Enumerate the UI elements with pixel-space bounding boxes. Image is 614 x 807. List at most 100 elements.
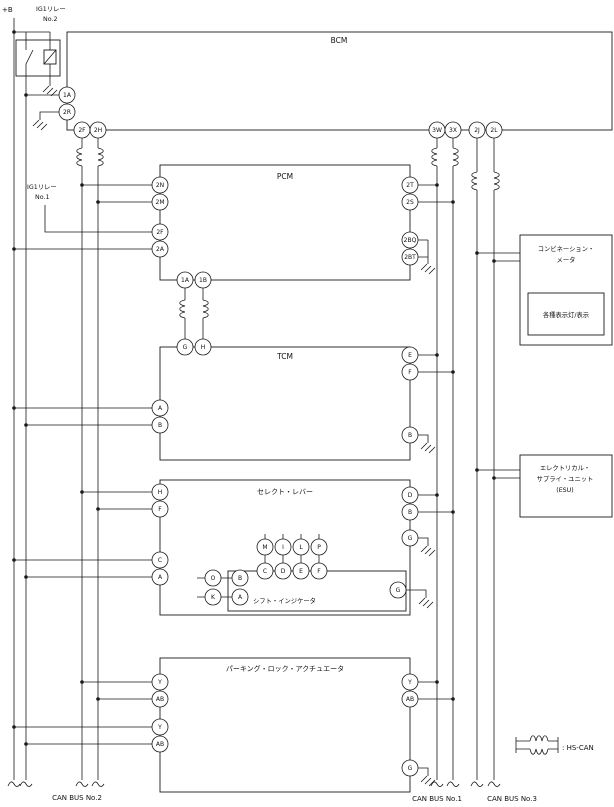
combination-meter-title-2: メータ xyxy=(557,255,576,264)
pin-park-y1 xyxy=(151,673,169,691)
pin-label-bcm-3x: 3X xyxy=(449,127,457,134)
parking-actuator-title: パーキング・ロック・アクチュエータ xyxy=(226,664,344,673)
pin-bcm-1a xyxy=(58,86,76,104)
pin-label-park-y1: Y xyxy=(157,679,162,686)
pin-tcm-f xyxy=(401,363,419,381)
meter-display-label: 各種表示灯/表示 xyxy=(543,310,589,319)
pin-tcm-a xyxy=(151,399,169,417)
pin-label-sel-m: M xyxy=(262,544,267,551)
pin-label-sel-l: L xyxy=(299,544,303,551)
pin-label-tcm-g: G xyxy=(183,344,188,351)
pin-label-bcm-2l: 2L xyxy=(490,127,498,134)
ground-symbols xyxy=(32,85,436,787)
connection-wires xyxy=(14,94,520,776)
pin-bcm-2r xyxy=(58,103,76,121)
pin-label-park-y-r: Y xyxy=(407,679,412,686)
esu-title-2: サプライ・ユニット xyxy=(537,475,594,483)
ig1-relay2-label-1: IG1リレー xyxy=(36,6,66,13)
pin-label-pcm-1a: 1A xyxy=(181,277,190,284)
can-bus-1-label: CAN BUS No.1 xyxy=(412,795,462,803)
tcm-title: TCM xyxy=(276,352,293,361)
pin-label-tcm-b-right: B xyxy=(408,432,412,439)
twisted-pair-symbols xyxy=(76,147,549,755)
pin-sel-k xyxy=(204,588,222,606)
pin-pcm-2a xyxy=(151,240,169,258)
pin-label-ind-d: D xyxy=(281,568,286,575)
pin-label-ind-b: B xyxy=(238,575,242,582)
pin-label-ind-c: C xyxy=(263,568,267,575)
esu-box xyxy=(519,454,613,518)
pin-label-bcm-2r: 2R xyxy=(63,109,71,116)
ig1-relay2-label-2: No.2 xyxy=(43,16,57,23)
pin-label-bcm-2j: 2J xyxy=(474,127,480,134)
pcm-title: PCM xyxy=(277,172,293,181)
pin-park-ab1 xyxy=(151,690,169,708)
plus-b-label: +B xyxy=(2,6,13,14)
pin-bcm-2j xyxy=(468,121,486,139)
pin-label-tcm-b-left: B xyxy=(158,422,162,429)
pin-label-sel-o: O xyxy=(211,575,216,582)
pin-label-pcm-2m: 2M xyxy=(156,199,165,206)
pin-pcm-2bq xyxy=(401,231,419,249)
pin-label-sel-p: P xyxy=(317,544,321,551)
pin-label-bcm-2f: 2F xyxy=(78,127,86,134)
tcm-box xyxy=(159,346,411,461)
pin-park-ab2 xyxy=(151,735,169,753)
combination-meter-title-1: コンビネーション・ xyxy=(538,244,595,253)
pin-label-ind-f: F xyxy=(317,568,321,575)
pin-sel-f xyxy=(151,500,169,518)
labels: +B IG1リレー No.2 BCM IG1リレー No.1 PCM TCM セ… xyxy=(2,6,594,803)
pin-pcm-1b xyxy=(194,271,212,289)
pin-sel-c xyxy=(151,551,169,569)
pin-sel-a xyxy=(151,568,169,586)
bcm-title: BCM xyxy=(331,36,348,45)
bus-rails xyxy=(13,18,495,780)
pin-pcm-2f xyxy=(151,223,169,241)
pin-label-sel-d: D xyxy=(408,492,413,499)
pin-label-park-ab2: AB xyxy=(156,741,164,748)
pin-label-sel-c: C xyxy=(158,557,162,564)
component-boxes xyxy=(15,31,613,793)
pin-bcm-2l xyxy=(485,121,503,139)
ig1-relay1-label-2: No.1 xyxy=(35,194,49,201)
pin-label-park-ab1: AB xyxy=(156,696,164,703)
pin-label-tcm-a: A xyxy=(158,405,163,412)
pin-tcm-b-right xyxy=(401,426,419,444)
pin-label-bcm-3w: 3W xyxy=(432,127,442,134)
pin-ind-g xyxy=(389,581,407,599)
pin-pcm-1a xyxy=(176,271,194,289)
select-lever-title: セレクト・レバー xyxy=(257,488,313,496)
pin-sel-m xyxy=(256,538,274,556)
pin-label-tcm-f: F xyxy=(408,369,412,376)
pin-label-ind-a: A xyxy=(238,594,243,601)
hs-can-legend-symbol xyxy=(515,737,559,753)
pin-park-y-r xyxy=(401,673,419,691)
relay-wiring xyxy=(14,31,57,86)
pin-pcm-2n xyxy=(151,176,169,194)
pin-ind-e xyxy=(292,562,310,580)
pin-pcm-2bt xyxy=(401,248,419,266)
pin-park-g xyxy=(401,759,419,777)
pin-label-pcm-2bq: 2BQ xyxy=(404,237,417,244)
pin-park-y2 xyxy=(151,718,169,736)
esu-title-3: (ESU) xyxy=(556,487,574,494)
pin-label-ind-e: E xyxy=(299,568,303,575)
pin-label-sel-i: I xyxy=(282,544,284,551)
pin-tcm-b-left xyxy=(151,416,169,434)
pin-label-bcm-2h: 2H xyxy=(94,127,102,134)
wire-break-symbols xyxy=(7,781,501,787)
can-bus-3-label: CAN BUS No.3 xyxy=(487,795,537,803)
pin-tcm-e xyxy=(401,346,419,364)
pin-label-sel-k: K xyxy=(211,594,216,601)
pin-label-tcm-e: E xyxy=(408,352,412,359)
pin-label-pcm-1b: 1B xyxy=(199,277,207,284)
pin-sel-p xyxy=(310,538,328,556)
hs-can-legend-label: : HS-CAN xyxy=(562,744,594,752)
pin-pcm-2m xyxy=(151,193,169,211)
esu-title-1: エレクトリカル・ xyxy=(540,464,590,472)
pin-tcm-g xyxy=(176,338,194,356)
pin-label-park-g: G xyxy=(408,765,413,772)
pin-park-ab-r xyxy=(401,690,419,708)
